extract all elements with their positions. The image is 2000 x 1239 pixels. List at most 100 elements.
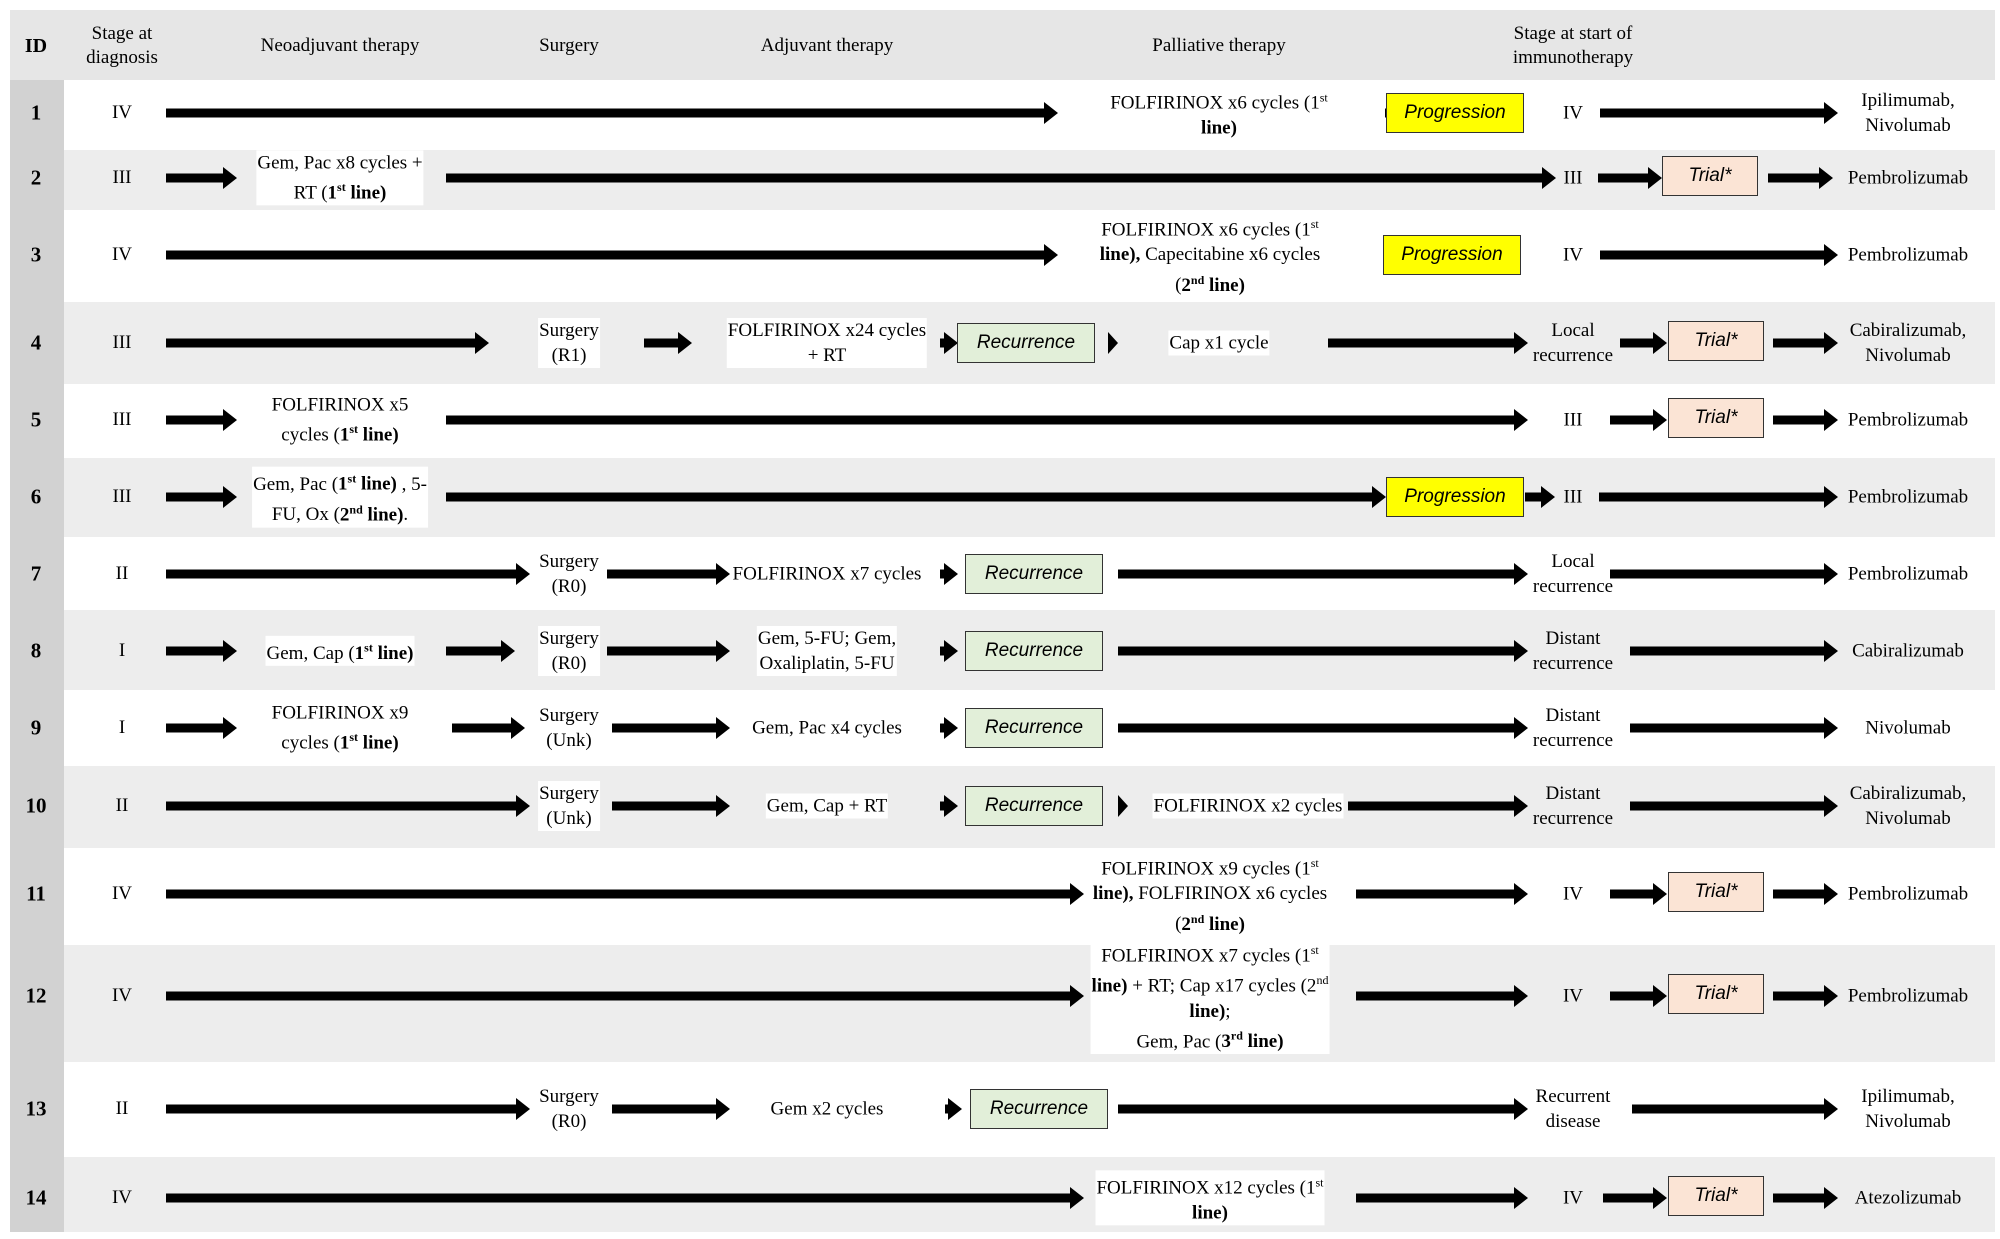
arrow-row-13-5 bbox=[1632, 1098, 1838, 1120]
row-4-immunotherapy: Cabiralizumab,Nivolumab bbox=[1850, 318, 1967, 368]
row-14-palliative-line-1: FOLFIRINOX x12 cycles (1st bbox=[1096, 1175, 1324, 1199]
row-7-surgery-line-1: Surgery bbox=[539, 551, 599, 572]
row-4-trial-label: Trial* bbox=[1694, 330, 1738, 351]
row-5-id: 5 bbox=[30, 407, 42, 432]
row-4-stage-at-diagnosis: III bbox=[112, 332, 132, 353]
arrow-row-2-2 bbox=[446, 167, 1556, 189]
row-7-recurrence-label: Recurrence bbox=[984, 563, 1084, 584]
arrow-row-4-2 bbox=[644, 332, 692, 354]
row-13-stage-at-immunotherapy: Recurrent disease bbox=[1536, 1084, 1611, 1134]
row-8-recurrence-box: Recurrence bbox=[965, 631, 1103, 671]
row-10-surgery-line-2: (Unk) bbox=[546, 808, 592, 829]
row-5-neoadjuvant-line-1: FOLFIRINOX x5 bbox=[271, 394, 409, 416]
row-3-id: 3 bbox=[30, 242, 42, 267]
row-11-stage-immuno-line-1: IV bbox=[1562, 883, 1584, 905]
arrow-row-14-2 bbox=[1356, 1187, 1528, 1209]
row-14-palliative-line-2: line) bbox=[1192, 1202, 1228, 1224]
row-4-stage-immuno-line-2: recurrence bbox=[1532, 345, 1614, 366]
arrow-row-7-4 bbox=[1118, 563, 1528, 585]
arrow-row-10-5 bbox=[1348, 795, 1528, 817]
arrow-row-14-3 bbox=[1603, 1187, 1667, 1209]
row-3-stage-at-diagnosis: IV bbox=[111, 244, 133, 265]
arrow-row-9-6 bbox=[1630, 717, 1838, 739]
row-8-surgery: Surgery(R0) bbox=[538, 626, 600, 676]
row-13-stage-immuno-line-1: Recurrent bbox=[1535, 1086, 1611, 1107]
row-7-surgery-line-2: (R0) bbox=[551, 576, 587, 597]
arrow-row-3-1 bbox=[166, 244, 1058, 266]
row-9-adjuvant-line-1: Gem, Pac x4 cycles bbox=[752, 717, 902, 739]
row-8-immunotherapy-line-1: Cabiralizumab bbox=[1852, 640, 1964, 662]
row-6-immunotherapy-line-1: Pembrolizumab bbox=[1847, 486, 1969, 508]
row-7-recurrence-box: Recurrence bbox=[965, 554, 1103, 594]
row-13-stage-immuno-line-2: disease bbox=[1545, 1111, 1601, 1132]
row-7-stage-at-diagnosis: II bbox=[115, 563, 129, 584]
row-14-stage-immuno-line-1: IV bbox=[1562, 1187, 1584, 1209]
arrow-row-3-3 bbox=[1600, 244, 1838, 266]
header-id: ID bbox=[24, 35, 48, 57]
row-10-id: 10 bbox=[25, 793, 47, 818]
row-3-palliative-line-2: line), Capecitabine x6 cycles bbox=[1099, 244, 1321, 266]
row-5-immunotherapy-line-1: Pembrolizumab bbox=[1847, 409, 1969, 431]
row-10-immunotherapy-line-1: Cabiralizumab, bbox=[1849, 783, 1967, 804]
arrow-row-12-3 bbox=[1610, 985, 1667, 1007]
row-1-progression-box: Progression bbox=[1386, 93, 1524, 133]
row-8-stage-immuno-line-1: Distant bbox=[1545, 628, 1601, 649]
row-9-neoadjuvant-line-2: cycles (1st line) bbox=[281, 730, 399, 754]
row-10-stage-immuno-line-1: Distant bbox=[1545, 783, 1601, 804]
row-1-stage-at-immunotherapy: IV bbox=[1563, 101, 1583, 126]
row-3-stage-immuno-line-1: IV bbox=[1562, 244, 1584, 266]
arrow-row-14-1 bbox=[166, 1187, 1084, 1209]
row-2-stage-immuno-line-1: III bbox=[1563, 167, 1583, 189]
arrow-row-7-1 bbox=[166, 563, 530, 585]
row-13-surgery-line-1: Surgery bbox=[539, 1086, 599, 1107]
arrow-row-8-3 bbox=[607, 640, 730, 662]
row-14-immunotherapy-line-1: Atezolizumab bbox=[1854, 1187, 1962, 1209]
row-14-id: 14 bbox=[25, 1185, 47, 1210]
row-12-immunotherapy-line-1: Pembrolizumab bbox=[1847, 985, 1969, 1007]
row-4-recurrence-label: Recurrence bbox=[976, 332, 1076, 353]
row-1-id: 1 bbox=[30, 100, 42, 125]
row-13-surgery: Surgery (R0) bbox=[538, 1084, 600, 1134]
row-13-surgery-line-2: (R0) bbox=[551, 1111, 587, 1132]
arrow-row-9-5 bbox=[1118, 717, 1528, 739]
row-12-palliative-line-2: line) + RT; Cap x17 cycles (2nd bbox=[1091, 973, 1329, 997]
row-4-adjuvant-line-1: FOLFIRINOX x24 cycles bbox=[727, 320, 927, 341]
row-9-neoadjuvant-line-1: FOLFIRINOX x9 bbox=[271, 702, 409, 724]
arrow-row-10-1 bbox=[166, 795, 530, 817]
row-2-immunotherapy-line-1: Pembrolizumab bbox=[1847, 167, 1969, 189]
row-11-palliative-line-3: (2nd line) bbox=[1175, 911, 1245, 935]
header-stage-dx-line-2: diagnosis bbox=[86, 47, 158, 68]
row-2-trial-box: Trial* bbox=[1662, 156, 1758, 196]
row-10-immunotherapy-line-2: Nivolumab bbox=[1865, 808, 1951, 829]
row-3-immunotherapy-line-1: Pembrolizumab bbox=[1847, 244, 1969, 266]
arrow-row-9-4 bbox=[940, 717, 958, 739]
header-neoadjuvant-therapy: Neoadjuvant therapy bbox=[260, 35, 420, 56]
arrow-row-13-2 bbox=[612, 1098, 730, 1120]
row-5-neoadjuvant-line-2: cycles (1st line) bbox=[281, 422, 399, 446]
arrow-row-8-5 bbox=[1118, 640, 1528, 662]
row-8-neoadjuvant: Gem, Cap (1st line) bbox=[265, 635, 415, 667]
arrow-row-9-2 bbox=[452, 717, 525, 739]
row-14-immunotherapy: Atezolizumab bbox=[1855, 1186, 1962, 1211]
row-12-palliative-line-3: line); bbox=[1189, 1000, 1231, 1022]
row-6-neoadjuvant-line-1: Gem, Pac (1st line) , 5- bbox=[253, 471, 427, 495]
row-6-progression-label: Progression bbox=[1404, 486, 1506, 507]
arrow-row-8-6 bbox=[1630, 640, 1838, 662]
row-8-adjuvant-line-1: Gem, 5-FU; Gem, bbox=[757, 628, 897, 649]
row-6-stage-immuno-line-1: III bbox=[1563, 486, 1583, 508]
row-7-surgery: Surgery (R0) bbox=[538, 549, 600, 599]
row-2-immunotherapy: Pembrolizumab bbox=[1848, 166, 1968, 191]
row-9-neoadjuvant: FOLFIRINOX x9 cycles (1st line) bbox=[270, 700, 410, 756]
arrow-row-9-1 bbox=[166, 717, 237, 739]
row-9-adjuvant: Gem, Pac x4 cycles bbox=[751, 715, 903, 741]
row-3-progression-label: Progression bbox=[1401, 244, 1503, 265]
row-11-immunotherapy: Pembrolizumab bbox=[1848, 882, 1968, 907]
header-adjuvant-therapy: Adjuvant therapy bbox=[760, 35, 894, 56]
